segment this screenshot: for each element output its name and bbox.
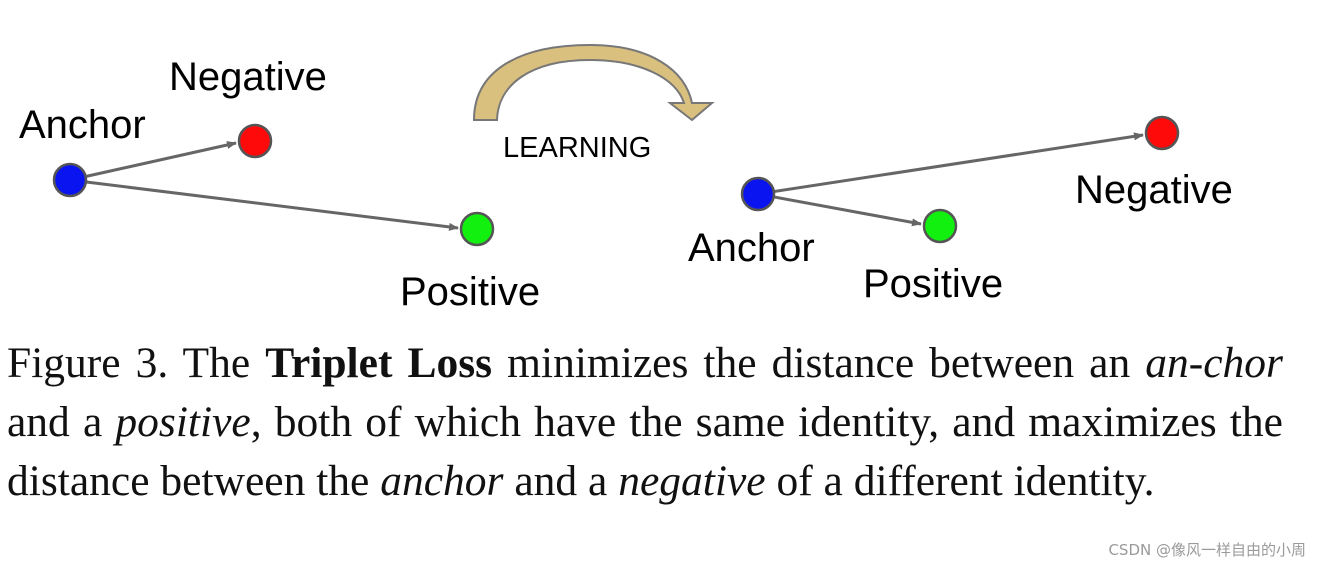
left-anchor-node [52,162,88,198]
caption-text-2: and a [7,398,116,446]
triplet-loss-figure: Anchor Negative Positive LEARNING Anchor… [19,43,1233,314]
caption-text-5: of a different identity. [765,457,1155,505]
right-anchor-label: Anchor [688,226,815,270]
caption-italic-negative: negative [618,457,766,505]
learning-transition: LEARNING [472,43,715,164]
right-diagram: Anchor Negative Positive [688,115,1233,306]
caption-text-4: and a [503,457,619,505]
curved-learning-arrow-icon [472,43,715,122]
caption-text-3: , both of which have the same identity, … [7,398,1283,505]
figure-canvas: Anchor Negative Positive LEARNING Anchor… [19,43,1233,314]
left-diagram: Anchor Negative Positive [19,55,540,314]
right-negative-label: Negative [1075,168,1233,212]
caption-text-1: minimizes the distance between an [492,339,1146,387]
learning-label: LEARNING [503,132,651,164]
right-negative-node [1144,115,1180,151]
right-anchor-to-positive-arrow [757,192,922,227]
left-negative-node [237,123,273,159]
right-anchor-node [740,176,776,212]
caption-prefix: Figure 3. The [7,339,266,387]
left-positive-label: Positive [400,270,540,314]
left-positive-node [459,211,495,247]
left-anchor-label: Anchor [19,103,146,147]
csdn-watermark: CSDN @像风一样自由的小周 [1108,541,1306,559]
figure-caption: Figure 3. The Triplet Loss minimizes the… [7,334,1283,511]
left-anchor-to-negative-arrow [69,141,237,182]
caption-italic-anchor-hyphenated: an-chor [1145,339,1283,387]
caption-bold-term: Triplet Loss [265,339,493,387]
right-anchor-to-negative-arrow [757,132,1144,196]
caption-italic-anchor: anchor [380,457,504,505]
left-anchor-to-positive-arrow [69,178,459,231]
left-negative-label: Negative [169,55,327,99]
caption-italic-positive: positive [115,398,251,446]
right-positive-label: Positive [863,262,1003,306]
right-positive-node [922,208,958,244]
